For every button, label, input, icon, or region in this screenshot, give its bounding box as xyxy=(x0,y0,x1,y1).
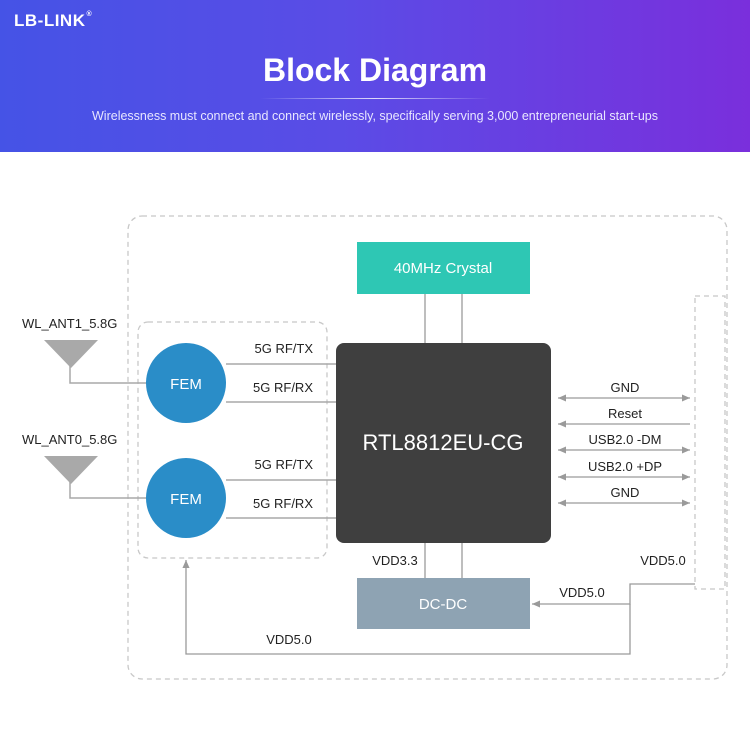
fem-group-outline xyxy=(137,321,328,559)
chip-box xyxy=(336,343,551,543)
dcdc-label: DC-DC xyxy=(419,596,467,613)
pin-usb-dm-label: USB2.0 -DM xyxy=(589,432,662,447)
header-banner: LB-LINK® Block Diagram Wirelessness must… xyxy=(0,0,750,152)
antenna1-icon xyxy=(44,340,98,368)
vdd50-dcdc-label: VDD5.0 xyxy=(559,585,605,600)
rf-tx-bottom-label: 5G RF/TX xyxy=(254,457,313,472)
pin-gnd1-label: GND xyxy=(611,380,640,395)
vdd50-bottom-label: VDD5.0 xyxy=(266,632,312,647)
pin-gnd2-label: GND xyxy=(611,485,640,500)
title-underline xyxy=(260,98,490,99)
brand-text: LB-LINK xyxy=(14,11,86,30)
crystal-label: 40MHz Crystal xyxy=(394,260,492,277)
block-diagram: 40MHz Crystal RTL8812EU-CG DC-DC WL_ANT1… xyxy=(22,215,728,680)
antenna0-icon xyxy=(44,456,98,484)
fem-top xyxy=(146,343,226,423)
vdd33-label: VDD3.3 xyxy=(372,553,418,568)
fem-bottom xyxy=(146,458,226,538)
module-outline xyxy=(127,215,728,680)
vdd50-fem-line xyxy=(182,560,631,655)
pin-usb-dp-label: USB2.0 +DP xyxy=(588,459,662,474)
brand-logo: LB-LINK® xyxy=(14,11,92,31)
antenna1-feed xyxy=(69,366,148,384)
chip-label: RTL8812EU-CG xyxy=(363,430,524,455)
rf-tx-top-label: 5G RF/TX xyxy=(254,341,313,356)
rf-rx-bottom-label: 5G RF/RX xyxy=(253,496,313,511)
dcdc-box xyxy=(357,578,530,629)
antenna0-label: WL_ANT0_5.8G xyxy=(22,432,117,447)
vdd50-in-line xyxy=(532,583,695,608)
fem-bottom-label: FEM xyxy=(170,491,202,508)
page-subtitle: Wirelessness must connect and connect wi… xyxy=(92,109,658,123)
brand-registered-mark: ® xyxy=(86,11,93,18)
antenna0-feed xyxy=(69,482,148,499)
crystal-box xyxy=(357,242,530,294)
vdd50-right-label: VDD5.0 xyxy=(640,553,686,568)
fem-top-label: FEM xyxy=(170,376,202,393)
pin-reset-label: Reset xyxy=(608,406,642,421)
rf-rx-top-label: 5G RF/RX xyxy=(253,380,313,395)
antenna1-label: WL_ANT1_5.8G xyxy=(22,316,117,331)
page-title: Block Diagram xyxy=(262,52,488,88)
connector-outline xyxy=(694,295,726,590)
